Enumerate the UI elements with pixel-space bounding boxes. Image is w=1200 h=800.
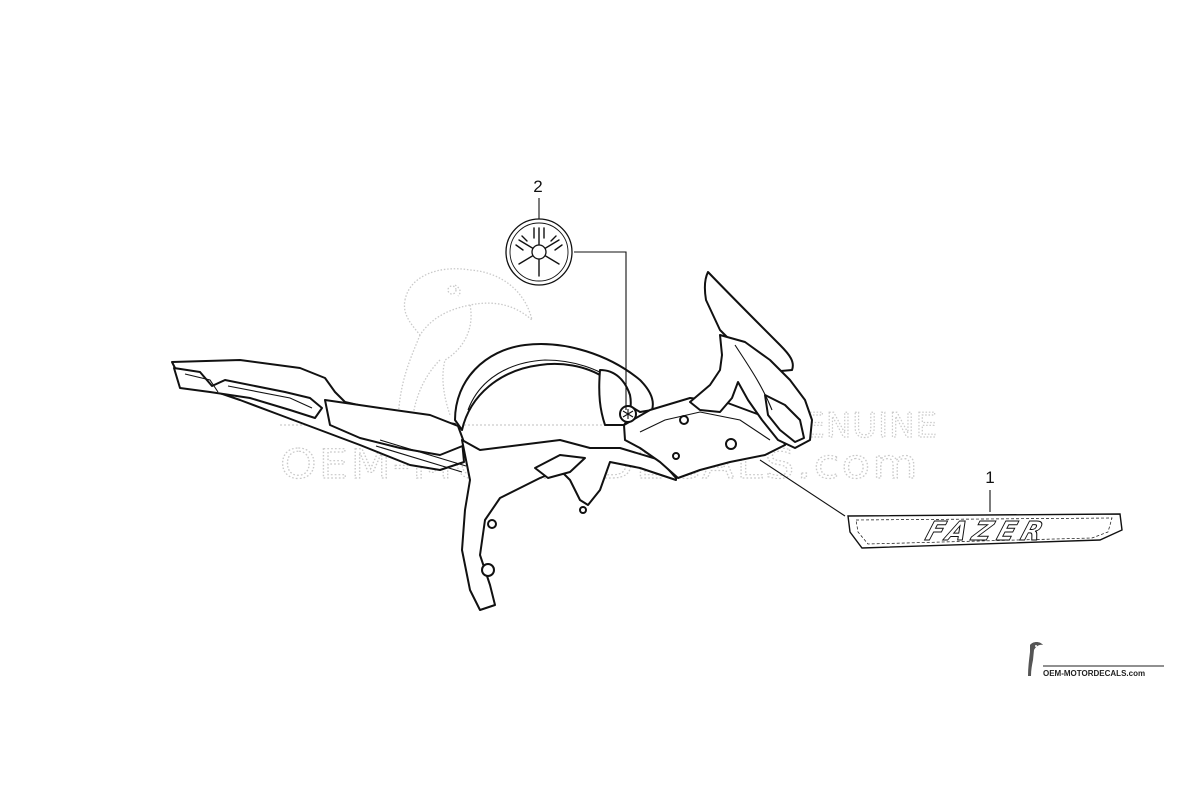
callout-2[interactable]: 2 <box>505 177 627 410</box>
lower-side-cover <box>461 439 677 611</box>
cowl-inner-line <box>734 344 773 411</box>
tuning-fork-emblem-icon <box>505 218 573 286</box>
windscreen <box>703 271 794 373</box>
mount-hole <box>725 438 737 450</box>
mount-hole <box>481 563 495 577</box>
leader-line <box>574 251 627 410</box>
mount-hole <box>679 415 689 425</box>
mount-hole <box>579 506 587 514</box>
mount-hole <box>672 452 680 460</box>
callout-number: 1 <box>985 468 994 487</box>
tank-emblem <box>619 405 637 423</box>
headlight-opening <box>764 394 805 443</box>
bird-logo-icon <box>1028 642 1043 676</box>
decal-lettering: FAZER <box>922 517 1053 547</box>
seat-stripe <box>375 439 467 473</box>
mid-fairing-inner <box>639 411 771 441</box>
footer-logo: OEM-MOTORDECALS.com <box>1028 642 1164 678</box>
tank-inner-line <box>467 359 613 411</box>
callout-number: 2 <box>533 177 542 196</box>
leader-line <box>759 459 846 517</box>
footer-url: OEM-MOTORDECALS.com <box>1043 669 1145 678</box>
motorcycle-body <box>171 271 813 611</box>
callout-1[interactable]: 1 FAZER <box>759 459 1123 549</box>
seat-cowl <box>324 399 466 456</box>
fazer-decal: FAZER <box>847 513 1123 549</box>
tank-cover <box>454 343 654 431</box>
tail-inner-panel <box>173 367 323 419</box>
tail-inner-line <box>184 373 313 409</box>
mount-hole <box>487 519 497 529</box>
side-vent <box>534 454 586 479</box>
